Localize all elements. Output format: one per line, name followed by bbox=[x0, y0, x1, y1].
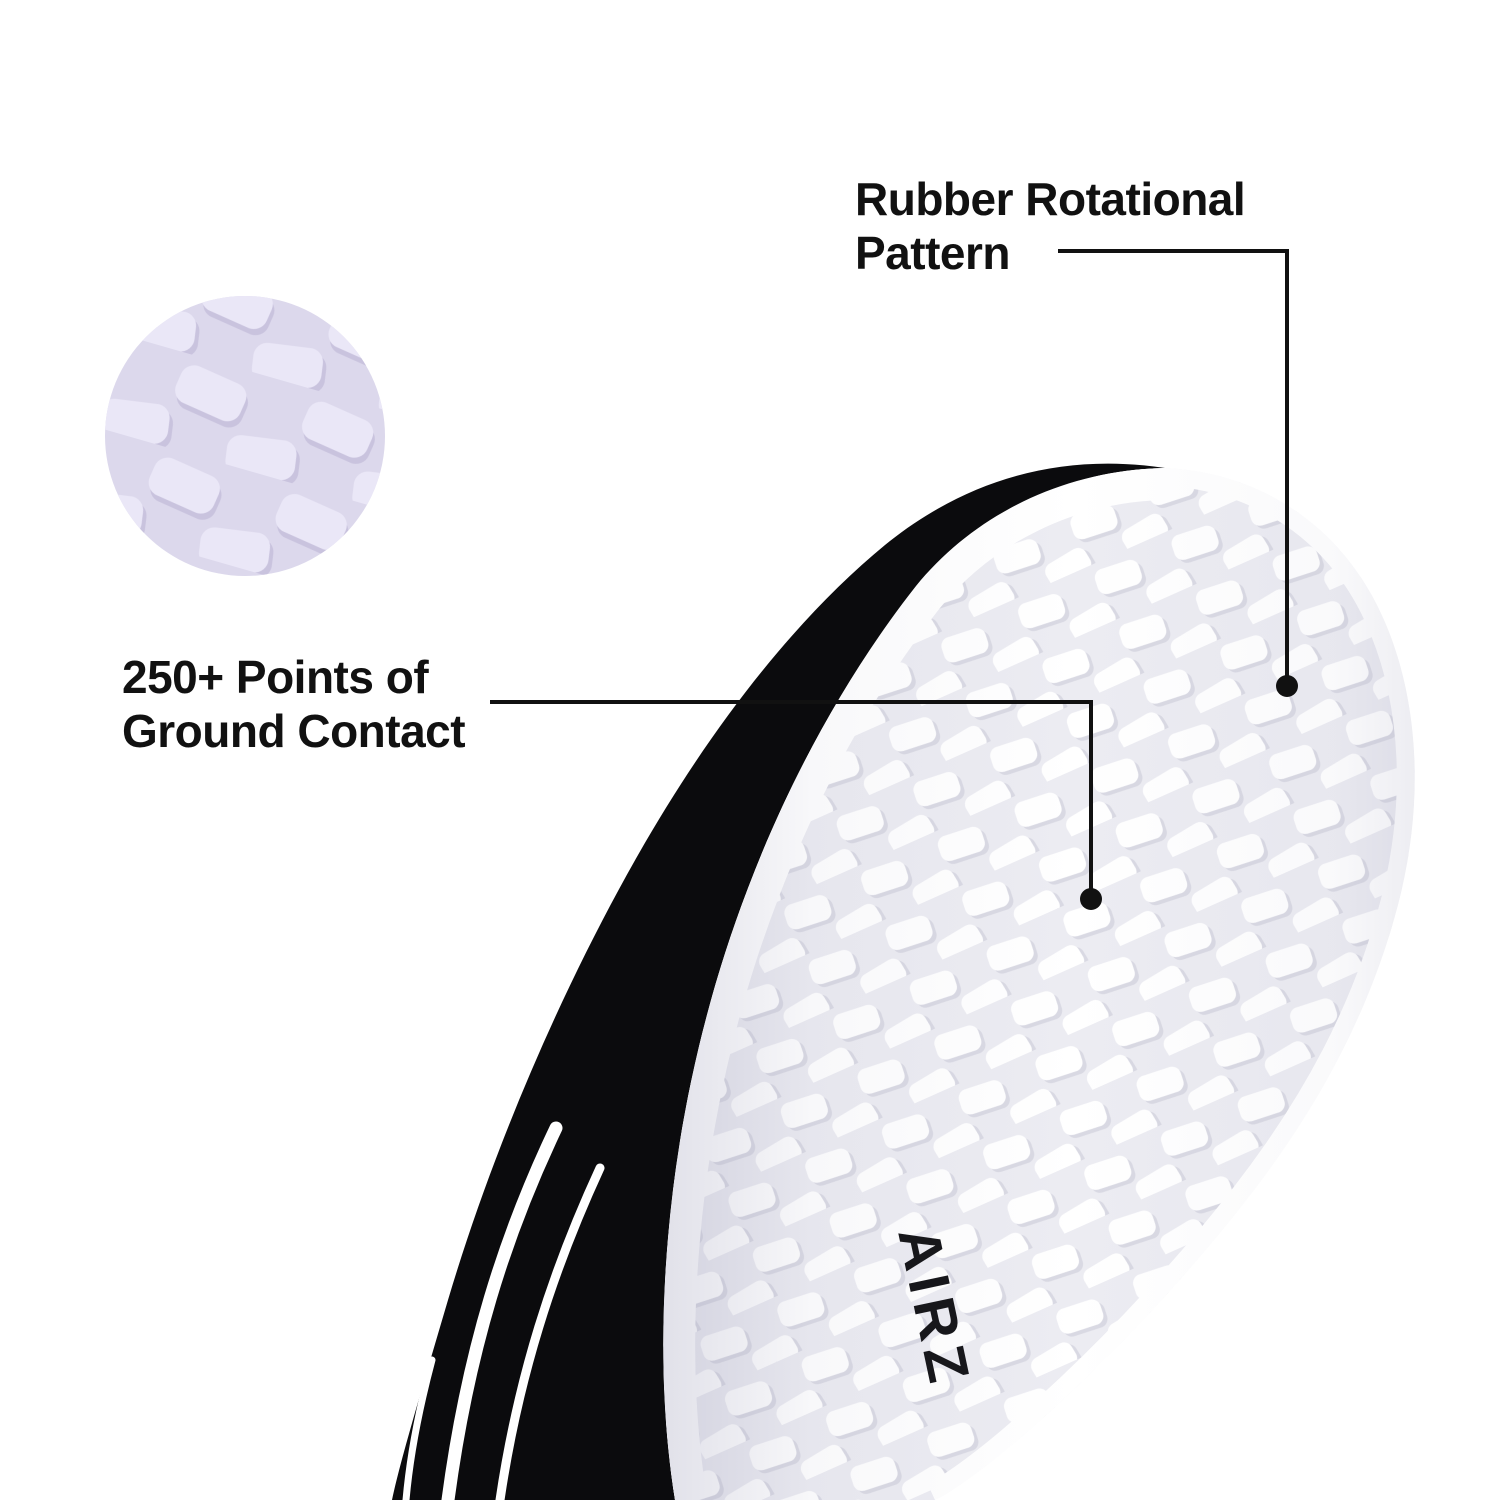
callout-ground-line1: 250+ Points of bbox=[122, 651, 429, 703]
callout-line-ground-contact bbox=[490, 700, 1093, 893]
callout-dot-rotational bbox=[1276, 675, 1298, 697]
callout-ground-line2: Ground Contact bbox=[122, 705, 466, 758]
callout-rotational-line1: Rubber Rotational bbox=[855, 173, 1246, 225]
callout-dot-ground-contact bbox=[1080, 888, 1102, 910]
shoe-sole: AIRZ bbox=[663, 468, 1415, 1500]
callout-line-rotational bbox=[1058, 249, 1289, 680]
callout-rotational-label: Rubber Rotational Pattern bbox=[855, 172, 1246, 281]
shoe-upper bbox=[392, 463, 1165, 1500]
callout-rotational-line2: Pattern bbox=[855, 227, 1010, 280]
upper-stripes bbox=[402, 1121, 605, 1500]
callout-ground-contact-label: 250+ Points of Ground Contact bbox=[122, 650, 466, 759]
tread-detail-circle bbox=[105, 296, 385, 576]
